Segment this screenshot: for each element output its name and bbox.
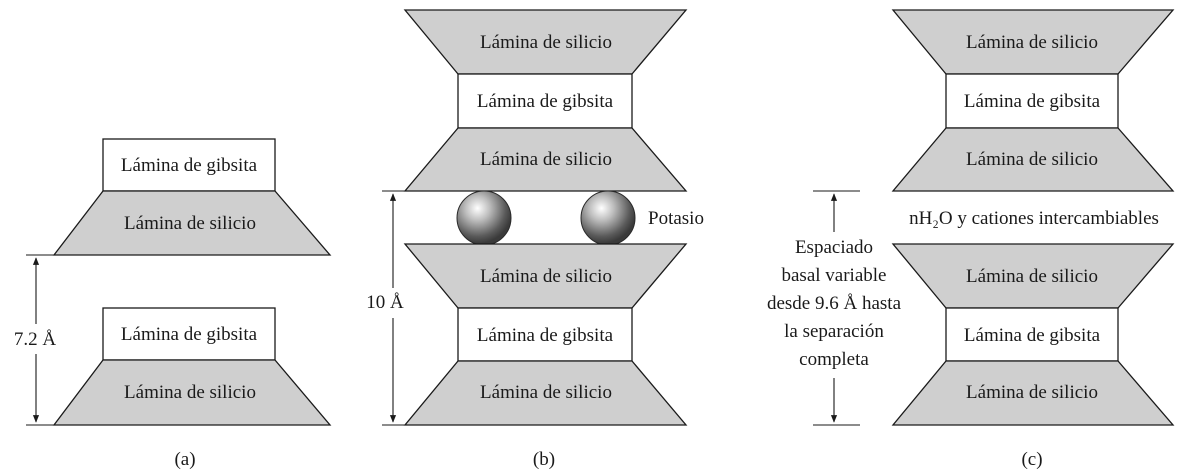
spacing-label-line: la separación [784,321,884,342]
panel-caption: (a) [174,449,195,470]
potassium-ion [580,190,636,246]
panel-caption: (b) [533,449,555,470]
spacing-label-line: desde 9.6 Å hasta [767,293,902,314]
silicon-sheet-label: Lámina de silicio [966,32,1098,53]
gibbsite-sheet-label: Lámina de gibsita [964,91,1101,112]
spacing-label: 10 Å [366,292,404,313]
silicon-sheet [52,359,332,426]
gibbsite-sheet-label: Lámina de gibsita [477,91,614,112]
silicon-sheet-label: Lámina de silicio [966,266,1098,287]
silicon-sheet-label: Lámina de silicio [966,149,1098,170]
gibbsite-sheet-label: Lámina de gibsita [121,155,258,176]
panel-b: Lámina de silicio Lámina de gibsita Lámi… [366,9,704,470]
spacing-label-line: completa [799,349,869,370]
water-cations-label: nH₂O y cationes intercambiables [909,208,1159,229]
silicon-sheet [52,190,332,256]
silicon-sheet-label: Lámina de silicio [124,382,256,403]
silicon-sheet-label: Lámina de silicio [480,32,612,53]
silicon-sheet-label: Lámina de silicio [124,213,256,234]
gibbsite-sheet [945,307,1119,362]
gibbsite-sheet [945,73,1119,129]
gibbsite-sheet [457,73,633,129]
gibbsite-sheet-label: Lámina de gibsita [964,325,1101,346]
silicon-sheet [403,360,688,426]
silicon-sheet [403,127,688,192]
spacing-label-line: Espaciado [795,237,873,258]
panel-caption: (c) [1021,449,1042,470]
silicon-sheet-label: Lámina de silicio [966,382,1098,403]
gibbsite-sheet-label: Lámina de gibsita [477,325,614,346]
silicon-sheet-label: Lámina de silicio [480,149,612,170]
spacing-label-line: basal variable [782,265,887,286]
panel-c: Lámina de silicio Lámina de gibsita Lámi… [767,9,1175,470]
gibbsite-sheet [102,138,276,192]
gibbsite-sheet [457,307,633,362]
panel-a: Lámina de gibsita Lámina de silicio Lámi… [14,138,332,470]
silicon-sheet [891,360,1175,426]
silicon-sheet-label: Lámina de silicio [480,266,612,287]
silicon-sheet [891,127,1175,192]
silicon-sheet-label: Lámina de silicio [480,382,612,403]
gibbsite-sheet-label: Lámina de gibsita [121,324,258,345]
spacing-label: 7.2 Å [14,329,57,350]
potassium-label: Potasio [648,208,704,229]
potassium-ion [456,190,512,246]
